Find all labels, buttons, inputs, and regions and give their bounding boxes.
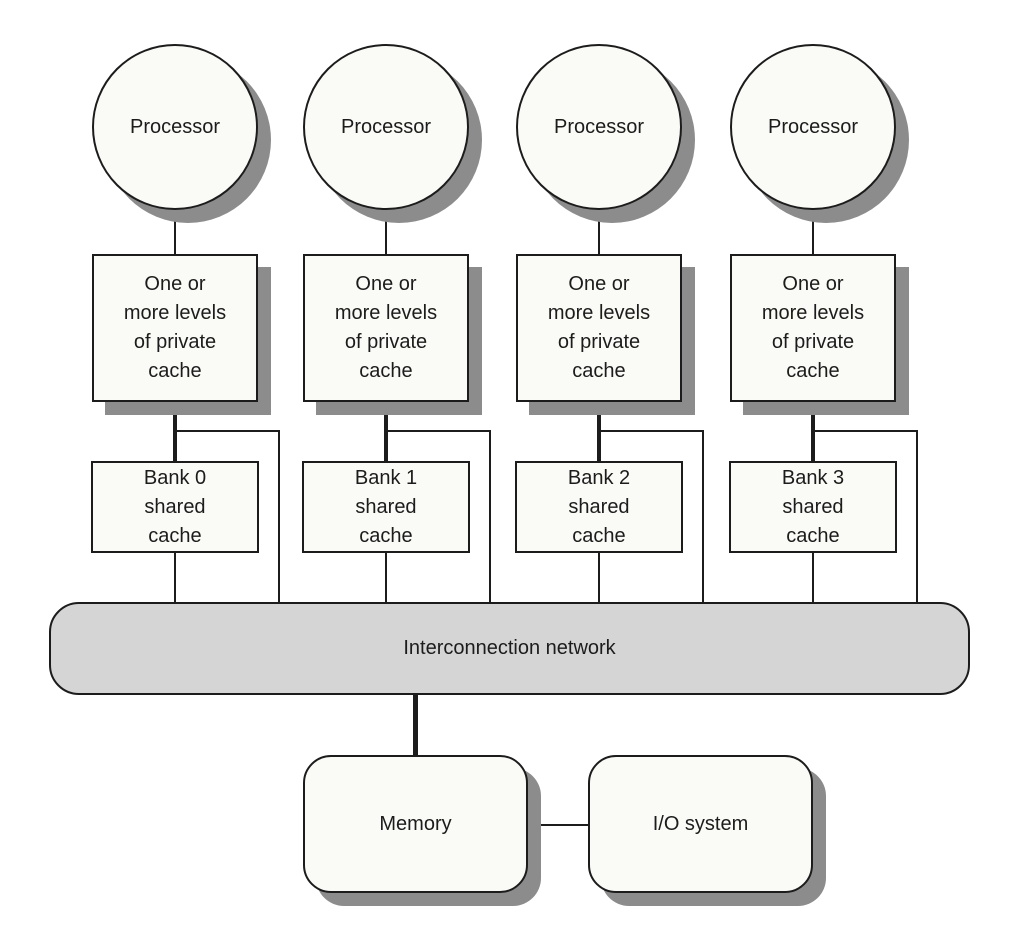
memory-node: Memory (303, 755, 528, 893)
bank-to-network-edge (385, 553, 387, 602)
processor-node: Processor (303, 44, 469, 210)
shared-cache-bank-label: Bank 2 shared cache (567, 466, 631, 547)
memory-label: Memory (379, 812, 452, 835)
cache-to-network-branch-vertical-edge (278, 430, 280, 602)
cache-to-network-branch-horizontal-edge (813, 430, 918, 432)
processor-label: Processor (340, 115, 432, 138)
private-cache-label: One or more levels of private cache (334, 273, 438, 382)
processor-node: Processor (92, 44, 258, 210)
shared-cache-bank-label: Bank 1 shared cache (354, 466, 418, 547)
network-to-memory-edge (413, 694, 418, 755)
processor-label: Processor (129, 115, 221, 138)
private-cache-label: One or more levels of private cache (123, 273, 227, 382)
processor-node: Processor (516, 44, 682, 210)
bank-to-network-edge (812, 553, 814, 602)
io-system-label: I/O system (652, 812, 749, 835)
processor-to-cache-edge (812, 210, 814, 254)
memory-to-io-edge (527, 824, 588, 826)
interconnection-network-node: Interconnection network (49, 602, 970, 695)
private-cache-node: One or more levels of private cache (92, 254, 258, 402)
shared-cache-bank-node: Bank 1 shared cache (302, 461, 470, 553)
private-cache-label: One or more levels of private cache (761, 273, 865, 382)
shared-cache-bank-node: Bank 2 shared cache (515, 461, 683, 553)
private-cache-node: One or more levels of private cache (303, 254, 469, 402)
private-cache-label: One or more levels of private cache (547, 273, 651, 382)
io-system-node: I/O system (588, 755, 813, 893)
shared-cache-bank-node: Bank 3 shared cache (729, 461, 897, 553)
processor-to-cache-edge (385, 210, 387, 254)
bank-to-network-edge (598, 553, 600, 602)
processor-label: Processor (767, 115, 859, 138)
private-cache-node: One or more levels of private cache (516, 254, 682, 402)
shared-cache-bank-label: Bank 0 shared cache (143, 466, 207, 547)
interconnection-network-label: Interconnection network (403, 637, 616, 659)
bank-to-network-edge (174, 553, 176, 602)
private-cache-node: One or more levels of private cache (730, 254, 896, 402)
shared-cache-bank-label: Bank 3 shared cache (781, 466, 845, 547)
cache-to-network-branch-vertical-edge (916, 430, 918, 602)
processor-label: Processor (553, 115, 645, 138)
cache-to-network-branch-vertical-edge (702, 430, 704, 602)
cache-to-network-branch-vertical-edge (489, 430, 491, 602)
shared-cache-bank-node: Bank 0 shared cache (91, 461, 259, 553)
processor-to-cache-edge (174, 210, 176, 254)
cache-to-network-branch-horizontal-edge (599, 430, 704, 432)
cache-to-network-branch-horizontal-edge (386, 430, 491, 432)
cache-to-network-branch-horizontal-edge (175, 430, 280, 432)
processor-node: Processor (730, 44, 896, 210)
processor-to-cache-edge (598, 210, 600, 254)
